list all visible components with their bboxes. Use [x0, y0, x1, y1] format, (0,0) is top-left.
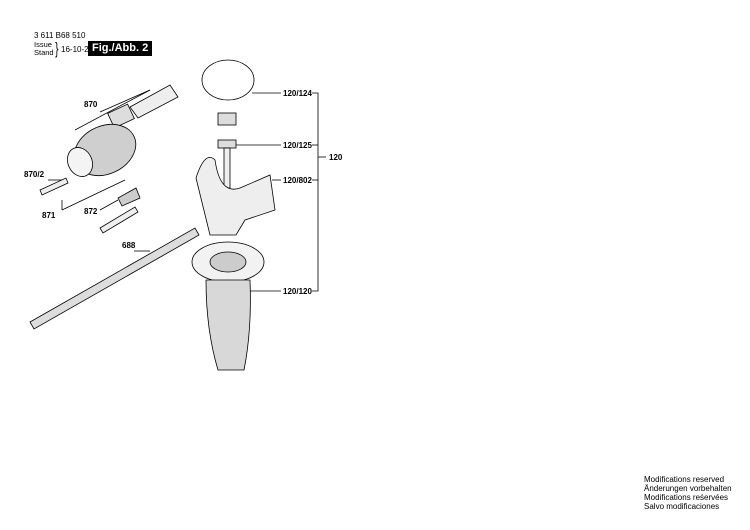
chuck-key — [117, 187, 141, 207]
bolt — [223, 147, 231, 189]
callout-870-2: 870/2 — [24, 170, 45, 179]
notice-line: Modifications reserved — [644, 475, 725, 484]
sds-adapter-shank — [129, 84, 179, 119]
leader-870 — [99, 89, 151, 113]
bracket-120 — [312, 92, 319, 292]
callout-120-802: 120/802 — [283, 176, 312, 185]
notice-line: Modifications reśervées — [644, 493, 729, 502]
handle-grip — [205, 279, 251, 371]
clamp-block — [217, 112, 237, 126]
callout-871: 871 — [42, 211, 56, 220]
notice-line: Salvo modificaciones — [644, 502, 720, 511]
chuck-screw — [39, 177, 69, 196]
callout-120-120: 120/120 — [283, 287, 312, 296]
notice-line: Änderungen vorbehalten — [644, 484, 732, 493]
callout-120: 120 — [329, 153, 343, 162]
clamp-band — [201, 59, 255, 101]
issue-label: Issue — [34, 40, 52, 49]
depth-stop-rod — [29, 227, 200, 330]
callout-870: 870 — [84, 100, 98, 109]
leader-872 — [99, 199, 119, 211]
issue-stand-labels: Issue Stand — [34, 41, 54, 57]
chuck-key-rod — [99, 206, 139, 234]
leader-871 — [61, 179, 126, 211]
callout-120-125: 120/125 — [283, 141, 312, 150]
chuck-assembly — [29, 84, 200, 330]
part-number: 3 611 B68 510 — [34, 31, 86, 40]
adapter-nut — [107, 103, 135, 129]
callout-labels: 870 870/2 871 872 688 120/124 120/125 12… — [24, 89, 343, 296]
modifications-notice: Modifications reserved Änderungen vorbeh… — [644, 475, 732, 511]
auxiliary-handle — [191, 59, 276, 371]
stand-label: Stand — [34, 48, 54, 57]
callout-120-124: 120/124 — [283, 89, 312, 98]
figure-label: Fig./Abb. 2 — [88, 41, 153, 56]
leader-870-bracket — [74, 89, 151, 131]
handle-holder — [195, 156, 276, 236]
issue-date: 16-10-26 — [61, 45, 94, 54]
brace: } — [55, 39, 59, 58]
callout-688: 688 — [122, 241, 136, 250]
callout-872: 872 — [84, 207, 98, 216]
bolt-head — [217, 139, 237, 149]
leader-lines — [48, 89, 326, 292]
